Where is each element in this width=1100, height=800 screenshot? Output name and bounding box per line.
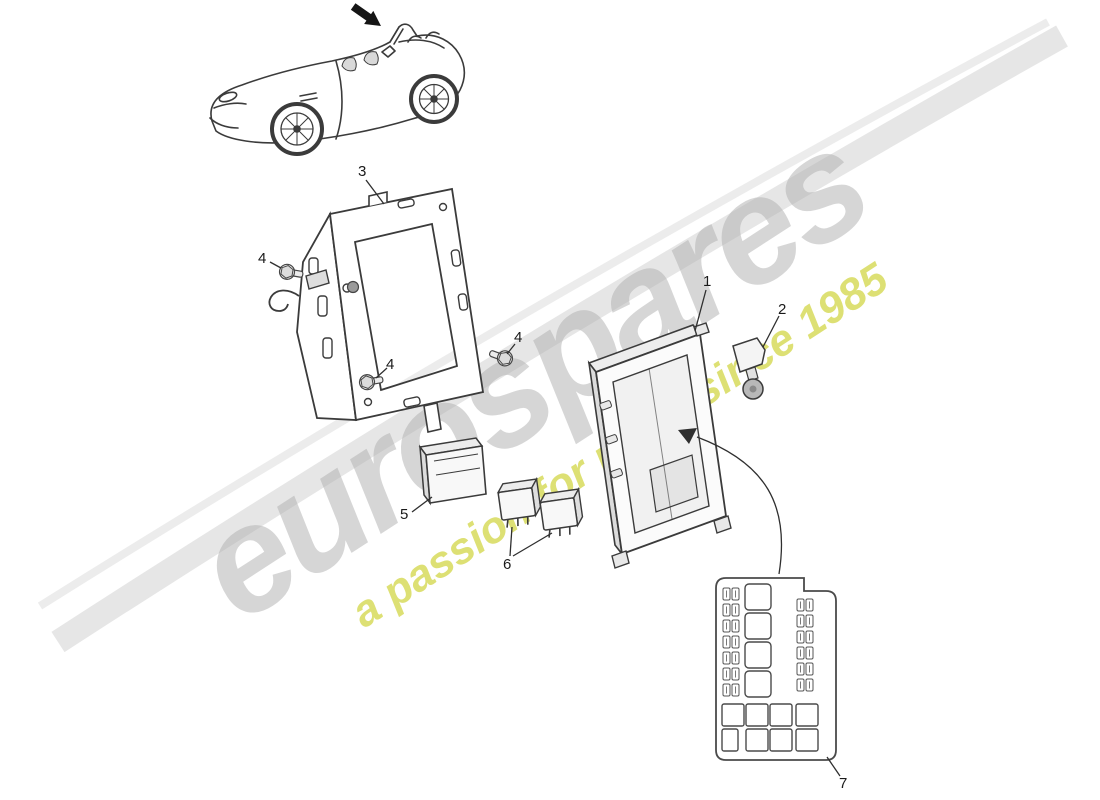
- callout-part-4c[interactable]: 4: [514, 329, 523, 346]
- callout-part-7[interactable]: 7: [839, 775, 848, 792]
- callout-part-4a[interactable]: 4: [258, 250, 267, 267]
- fuse-layout-diagram: [715, 577, 837, 761]
- car-illustration: [209, 23, 466, 156]
- module-slots: [599, 400, 623, 479]
- bracket-slots: [308, 198, 469, 408]
- swoosh-band-thin: [37, 18, 1050, 610]
- front-wheel: [270, 102, 324, 156]
- leader-lines: [269, 179, 841, 777]
- relay-small-pair: [496, 476, 584, 538]
- callout-part-3[interactable]: 3: [358, 163, 367, 180]
- retaining-clip: [732, 337, 766, 400]
- callout-part-5[interactable]: 5: [400, 506, 409, 523]
- callout-part-4b[interactable]: 4: [386, 356, 395, 373]
- mounting-bracket: [268, 187, 485, 433]
- relay-large: [418, 437, 487, 506]
- location-arrow: [350, 3, 381, 26]
- bolt-icon: [277, 262, 305, 283]
- rear-wheel: [409, 74, 459, 124]
- callout-part-1[interactable]: 1: [703, 273, 712, 290]
- callout-part-2[interactable]: 2: [778, 301, 787, 318]
- callout-part-6[interactable]: 6: [503, 556, 512, 573]
- swoosh-band: [51, 25, 1068, 653]
- body-control-module: [587, 322, 732, 569]
